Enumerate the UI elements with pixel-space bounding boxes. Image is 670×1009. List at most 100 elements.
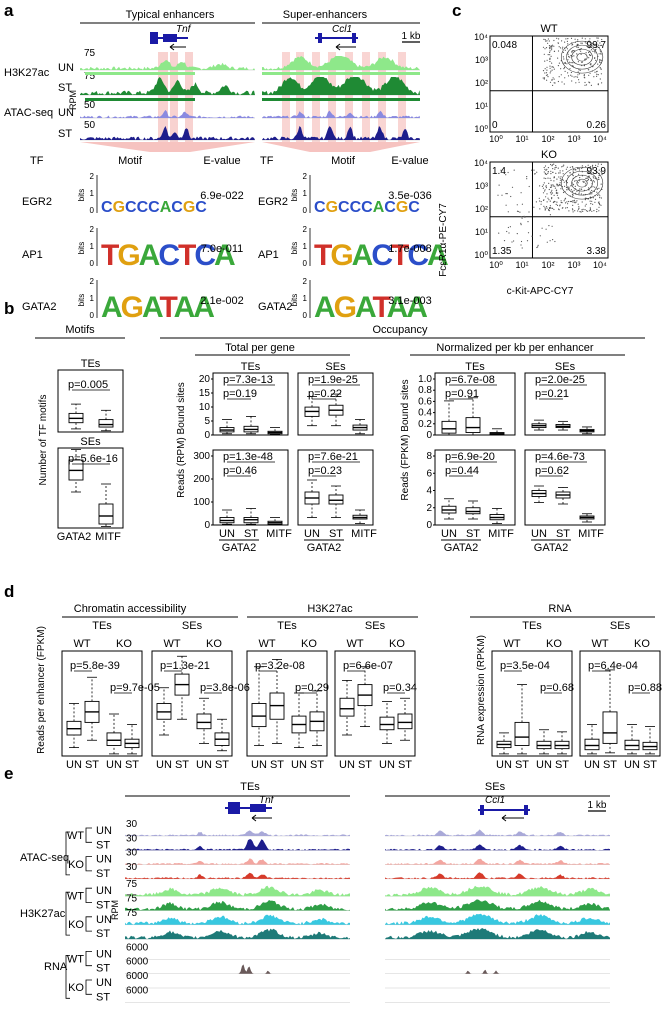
a-gene-ccl1-label: Ccl1 <box>332 24 352 35</box>
e-track-scale: 75 <box>126 908 138 919</box>
c-contour <box>560 40 604 74</box>
e-assay-rna: RNA <box>44 961 68 973</box>
a-highlight-right <box>378 52 386 142</box>
d-frame <box>579 650 661 757</box>
c-event-dot <box>551 69 553 71</box>
b-xlabel-un: UN <box>304 528 320 540</box>
d-p2-pvalue: p=0.68 <box>540 682 574 694</box>
c-event-dot <box>498 232 500 234</box>
a-motif-table-left: TF Motif E-value <box>30 155 241 167</box>
c-event-dot <box>578 173 580 175</box>
panel-label-d: d <box>4 582 14 601</box>
d-xlabel: ST <box>515 759 529 771</box>
c-event-dot <box>553 82 555 84</box>
c-event-dot <box>566 201 568 203</box>
a-motif-logo: AGATAA <box>101 291 214 324</box>
c-event-dot <box>511 186 514 188</box>
a-motif-logo: TGACTCA <box>101 239 235 272</box>
c-event-dot <box>552 201 555 204</box>
d-ylabel-left: Reads per enhancer (FPKM) <box>36 626 47 754</box>
c-event-dot <box>561 81 563 83</box>
a-motif-tf: GATA2 <box>258 301 292 313</box>
a-logo-tick: 2 <box>303 277 308 286</box>
c-event-dot <box>567 54 569 56</box>
b-header-normalized: Normalized per kb per enhancer <box>436 342 593 354</box>
c-event-dot <box>562 179 564 181</box>
panel-label-a: a <box>4 1 14 20</box>
c-ytick: 10³ <box>475 181 488 191</box>
c-event-dot <box>584 84 586 86</box>
d-frame <box>246 650 328 757</box>
c-event-dot <box>564 49 566 51</box>
c-event-dot <box>520 192 522 194</box>
a-motif-evalue: 6.9e-022 <box>200 190 243 202</box>
a-th-motif-right: Motif <box>331 155 356 167</box>
c-event-dot <box>577 61 580 63</box>
c-event-dot <box>597 194 599 196</box>
c-event-dot <box>578 167 580 170</box>
a-enh-bar <box>262 72 420 75</box>
c-event-dot <box>598 202 601 205</box>
c-event-dot <box>556 185 558 187</box>
e-assay-atac: ATAC-seq <box>20 852 69 864</box>
c-event-dot <box>546 66 548 68</box>
c-event-dot <box>586 177 588 179</box>
b-ytick: 100 <box>193 497 210 508</box>
c-event-dot <box>551 44 554 46</box>
c-event-dot <box>534 173 536 175</box>
c-event-dot <box>585 177 587 179</box>
a-track-signal-right <box>262 110 420 118</box>
e-genotype-bracket <box>85 856 92 872</box>
c-event-dot <box>543 77 546 79</box>
c-event-dot <box>598 53 600 55</box>
c-event-dot <box>587 164 589 166</box>
c-event-dot <box>585 84 588 86</box>
d-xlabel: ST <box>643 759 657 771</box>
c-event-dot <box>559 182 561 184</box>
c-xtick: 10³ <box>567 260 580 270</box>
b-occ-p1-pvalue: p=1.3e-48 <box>223 451 273 463</box>
d-xlabel: ST <box>358 759 372 771</box>
b-header-occupancy: Occupancy <box>372 324 428 336</box>
c-event-dot <box>545 206 548 208</box>
a-cond-un1: UN <box>58 62 74 74</box>
d-xlabel: ST <box>398 759 412 771</box>
c-event-dot <box>580 193 583 195</box>
d-p2-pvalue: p=0.88 <box>628 682 662 694</box>
c-event-dot <box>559 179 562 181</box>
a-motif-evalue: 3.1e-003 <box>388 295 431 307</box>
c-event-dot <box>548 210 551 212</box>
c-event-dot <box>553 68 555 70</box>
c-event-dot <box>599 78 601 80</box>
e-genotype-bracket <box>85 827 92 843</box>
c-event-dot <box>565 207 567 209</box>
b-xlabel-st: ST <box>466 528 480 540</box>
c-event-dot <box>594 71 596 73</box>
c-event-dot <box>578 73 581 75</box>
e-track-scale: 6000 <box>126 957 149 968</box>
c-event-dot <box>543 53 545 55</box>
c-event-dot <box>553 50 556 52</box>
d-xlabel: ST <box>603 759 617 771</box>
c-event-dot <box>586 169 589 171</box>
c-event-dot <box>546 193 548 195</box>
a-cond-st1: ST <box>58 82 72 94</box>
d-p1-pvalue: p=6.4e-04 <box>588 660 638 672</box>
c-event-dot <box>568 186 570 188</box>
a-motif-logo: AGATAA <box>314 291 427 324</box>
c-event-dot <box>537 244 539 246</box>
c-event-dot <box>567 43 569 45</box>
d-xlabel: ST <box>310 759 324 771</box>
a-logo-bits: bits <box>290 189 299 201</box>
a-logo-tick: 0 <box>303 311 308 320</box>
c-event-dot <box>581 42 583 44</box>
c-event-dot <box>524 216 526 218</box>
panel-label-c: c <box>452 1 461 20</box>
d-p2-pvalue: p=0.29 <box>295 682 329 694</box>
e-genotype-label: WT <box>67 890 84 902</box>
c-event-dot <box>501 194 503 196</box>
c-event-dot <box>563 200 565 202</box>
d-frame <box>151 650 233 757</box>
d-p1-pvalue: p=3.2e-08 <box>255 660 305 672</box>
